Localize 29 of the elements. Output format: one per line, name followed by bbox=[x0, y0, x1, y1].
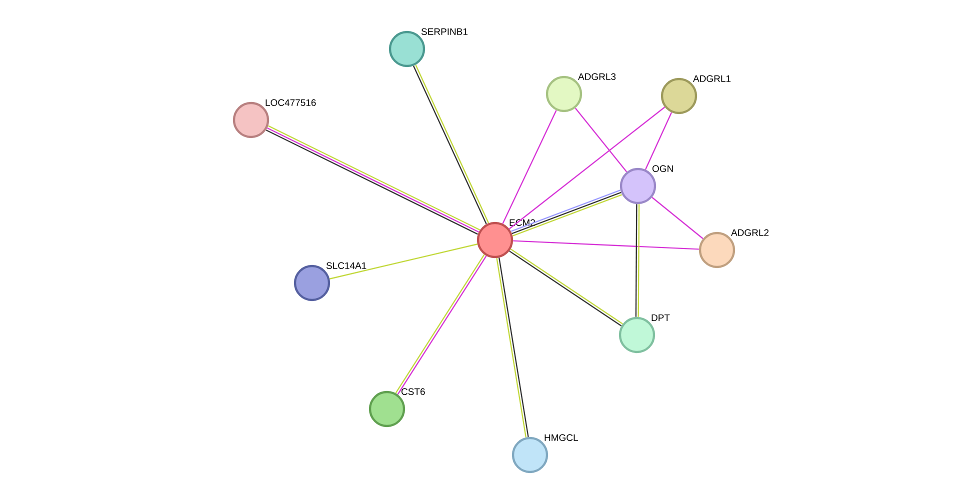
interaction-line bbox=[638, 204, 640, 317]
node-label: ADGRL2 bbox=[731, 229, 769, 236]
node-label: OGN bbox=[652, 165, 673, 172]
node-label: HMGCL bbox=[544, 434, 578, 441]
protein-node: SLC14A1 bbox=[294, 262, 366, 302]
interaction-line bbox=[635, 204, 638, 317]
protein-node: SERPINB1 bbox=[388, 28, 468, 68]
interaction-line bbox=[574, 108, 628, 172]
protein-node: ADGRL2 bbox=[698, 229, 769, 268]
node-label: CST6 bbox=[401, 388, 425, 395]
protein-node: DPT bbox=[618, 314, 670, 354]
protein-node: LOC477516 bbox=[232, 99, 316, 138]
protein-node: CST6 bbox=[368, 388, 425, 428]
node-label: DPT bbox=[652, 314, 670, 321]
node-label: SERPINB1 bbox=[421, 28, 468, 35]
interaction-line bbox=[513, 240, 699, 250]
node-label: LOC477516 bbox=[266, 99, 316, 106]
protein-node: ADGRL3 bbox=[546, 73, 616, 112]
node-label: SLC14A1 bbox=[326, 262, 366, 269]
interaction-line bbox=[502, 110, 557, 224]
interaction-line bbox=[652, 196, 704, 240]
protein-node: OGN bbox=[620, 165, 673, 204]
interaction-line bbox=[508, 106, 666, 230]
interaction-line bbox=[644, 112, 672, 170]
interaction-line bbox=[329, 244, 478, 280]
protein-node: ADGRL1 bbox=[660, 75, 731, 114]
node-label: ADGRL1 bbox=[693, 75, 731, 82]
node-label: ADGRL3 bbox=[578, 73, 616, 80]
protein-node: HMGCL bbox=[512, 434, 578, 474]
